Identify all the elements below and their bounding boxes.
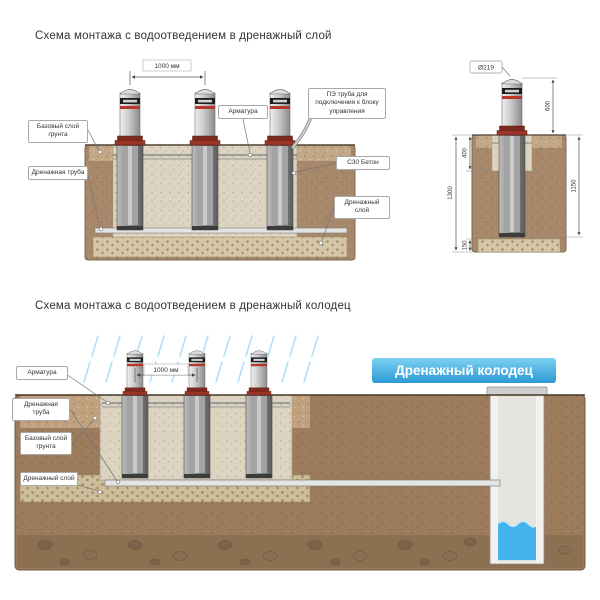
dim-gravel: 150	[463, 240, 469, 251]
dim-spacing-text: 1000 мм	[153, 367, 179, 374]
water-surface	[497, 520, 537, 528]
label-drain-pipe: Дренажная труба	[28, 166, 88, 181]
well-water	[498, 521, 536, 560]
label-drain-pipe-2: Дренажная труба	[12, 398, 70, 421]
dim-concrete-depth: 400	[463, 147, 469, 158]
dim-above-ground: 600	[546, 100, 552, 111]
drainage-well-banner: Дренажный колодец	[372, 358, 556, 383]
bollard-casing	[498, 134, 526, 238]
stones	[37, 537, 572, 566]
well-rim	[486, 386, 548, 396]
section2-title: Схема монтажа с водоотведением в дренажн…	[35, 300, 351, 312]
dim-spacing-box	[142, 59, 192, 72]
dimension-lines	[454, 79, 581, 251]
leader-lines	[65, 373, 121, 495]
dim-diameter: Ø219	[478, 65, 494, 72]
dim-casing: 1150	[572, 179, 578, 193]
leader-lines	[87, 102, 337, 246]
section1-title: Схема монтажа с водоотведением в дренажн…	[35, 30, 332, 42]
dim-diameter-leader	[501, 66, 511, 77]
dim-spacing	[129, 71, 206, 85]
bollard-casings	[121, 394, 273, 479]
diagram-drainage-well: 1000 мм	[14, 335, 586, 571]
dim-spacing-text: 1000 мм	[154, 63, 180, 70]
dim-spacing-box	[143, 363, 189, 376]
label-pe-pipe: ПЭ труба для подключения к блоку управле…	[308, 88, 386, 120]
extension-lines	[452, 77, 583, 253]
label-concrete: С30 Бетон	[336, 156, 390, 171]
drainage-layer	[92, 236, 348, 258]
drainage-pipe	[94, 227, 348, 234]
label-rebar-2: Арматура	[16, 366, 68, 381]
drainage-well	[486, 386, 548, 565]
diagram-drainage-layer: 1000 мм	[84, 59, 356, 261]
dim-total-depth: 1300	[448, 186, 454, 200]
bollards	[114, 89, 296, 146]
label-base-soil-2: Базовый слой грунта	[20, 432, 72, 455]
drainage-layer	[477, 238, 561, 253]
label-drain-layer-2: Дренажный слой	[20, 472, 78, 487]
label-drain-layer: Дренажный слой	[334, 196, 390, 219]
diagram-dimensions: 1300 400 150 600 1150 Ø219	[448, 60, 583, 253]
stone-band	[17, 535, 583, 568]
label-rebar: Арматура	[218, 105, 268, 120]
label-base-soil: Базовый слой грунта	[28, 120, 88, 143]
bollard	[496, 79, 528, 136]
drainage-pipe	[104, 479, 501, 487]
